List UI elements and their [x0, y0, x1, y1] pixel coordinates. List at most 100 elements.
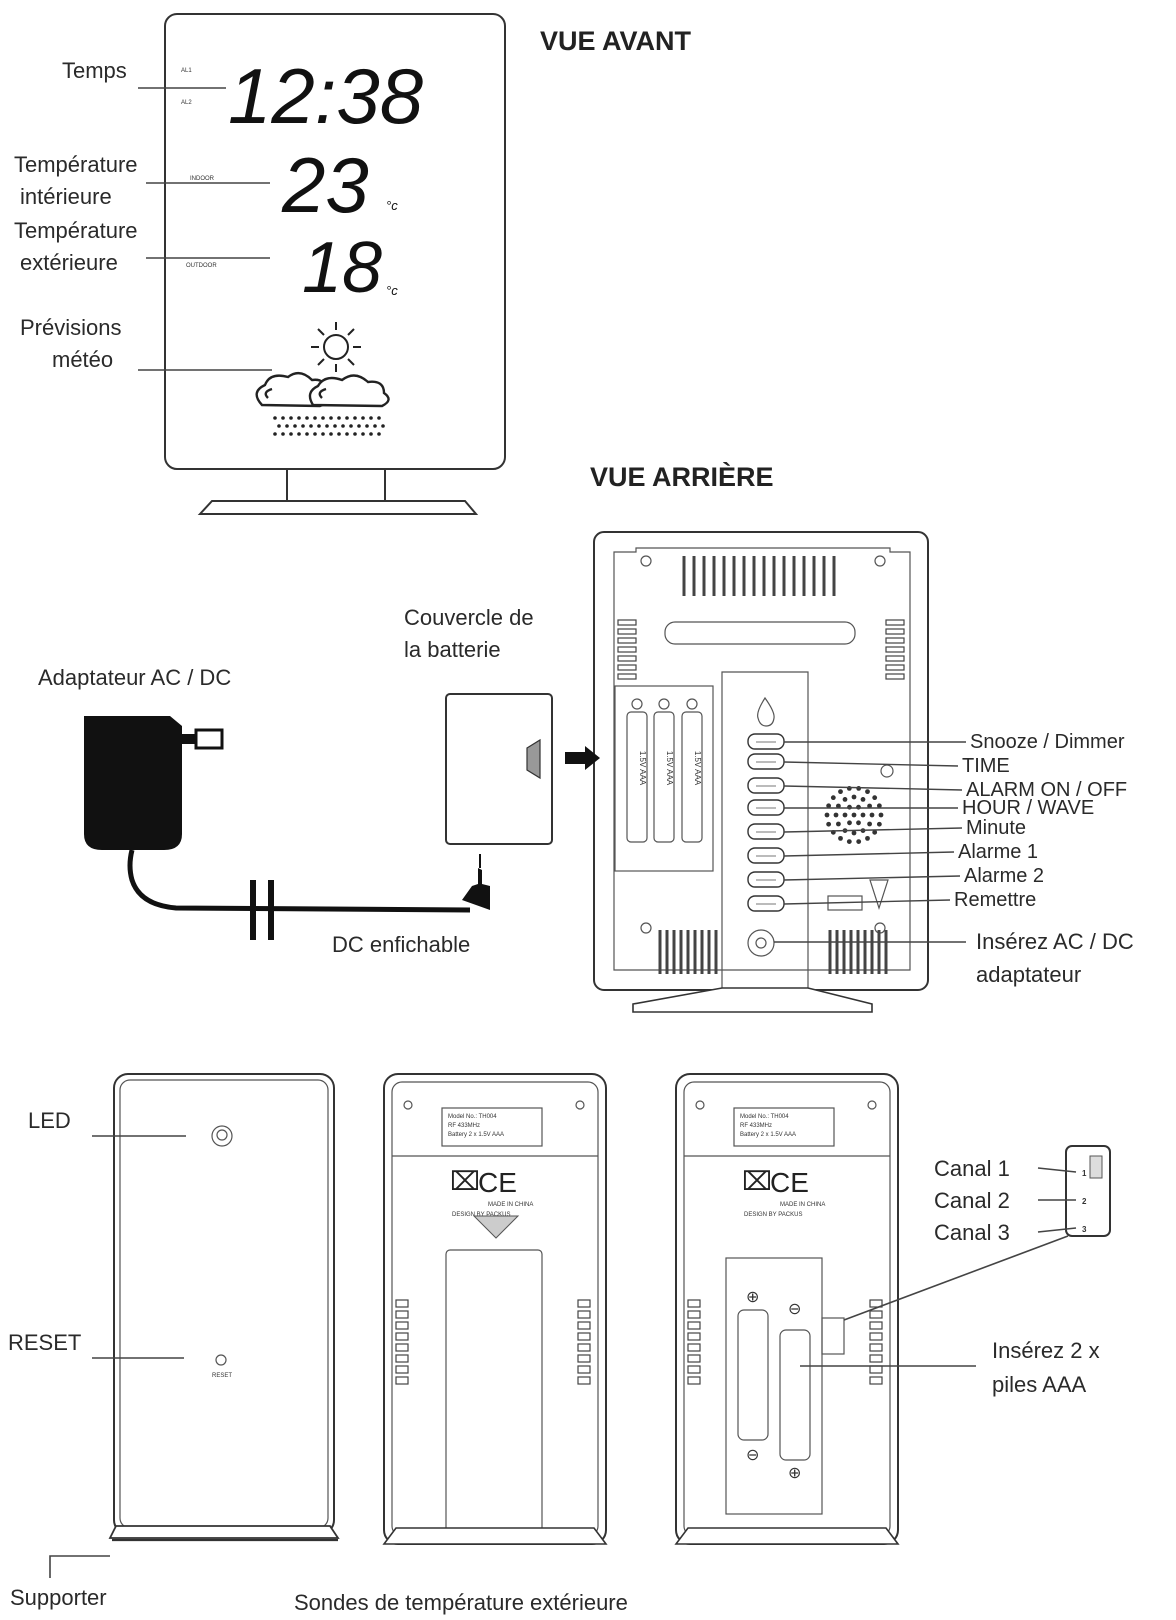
sensor-front: RESET — [108, 1073, 340, 1542]
sensor-battery-1 — [737, 1309, 769, 1441]
svg-text:1.5V AAA: 1.5V AAA — [638, 751, 647, 786]
label-channel-1: Canal 1 — [934, 1156, 1010, 1181]
label-battery-cover-2: la batterie — [404, 637, 501, 662]
button-label-8: Remettre — [954, 889, 1036, 911]
label-led: LED — [28, 1108, 71, 1133]
label-insert-batteries-1: Insérez 2 x — [992, 1338, 1100, 1363]
svg-text:RF 433MHz: RF 433MHz — [740, 1123, 772, 1129]
sensor-led — [211, 1125, 233, 1147]
label-insert-batteries-2: piles AAA — [992, 1372, 1086, 1397]
back-stand-base — [632, 987, 873, 1013]
button-label-1: Snooze / Dimmer — [970, 731, 1125, 753]
channel-3-callout-line — [1037, 1227, 1077, 1233]
svg-text:⊖: ⊖ — [788, 1301, 801, 1318]
svg-text:⊕: ⊕ — [788, 1465, 801, 1482]
label-battery-cover-1: Couvercle de — [404, 605, 534, 630]
label-dc-plug: DC enfichable — [332, 932, 470, 957]
label-channel-3: Canal 3 — [934, 1220, 1010, 1245]
bottom-vent-right — [828, 930, 888, 974]
svg-text:3: 3 — [1082, 1225, 1087, 1234]
lcd-time: 12:38 — [228, 52, 423, 140]
sensor-back-closed: Model No.: TH004 RF 433MHz Battery 2 x 1… — [382, 1073, 608, 1545]
button-callout-line-6 — [783, 851, 955, 857]
svg-text:Battery 2 x 1.5V AAA: Battery 2 x 1.5V AAA — [448, 1132, 504, 1138]
front-view: VUE AVANT AL1 AL2 12:38 INDOOR 23 °c OUT… — [14, 13, 692, 515]
battery-cover-latch — [526, 738, 541, 780]
reset-small-text: RESET — [212, 1373, 232, 1379]
channel-1-callout-line — [1037, 1167, 1077, 1173]
screw-top-left — [640, 555, 652, 567]
button-panel — [747, 733, 785, 912]
button-callout-line-7 — [783, 875, 961, 881]
arrow-icon — [565, 746, 600, 770]
drop-icon — [757, 696, 775, 727]
svg-text:MADE IN CHINA: MADE IN CHINA — [780, 1202, 825, 1208]
back-view-title: VUE ARRIÈRE — [590, 461, 774, 492]
svg-text:⌧: ⌧ — [742, 1166, 772, 1196]
svg-text:DESIGN BY PACKUS: DESIGN BY PACKUS — [744, 1212, 802, 1218]
recycle-icon — [869, 879, 889, 910]
svg-text:2: 2 — [1082, 1197, 1087, 1206]
power-adapter-icon — [84, 716, 490, 940]
svg-text:⊕: ⊕ — [746, 1289, 759, 1306]
label-insert-adapter-2: adaptateur — [976, 962, 1081, 987]
cloud-icon — [255, 372, 390, 408]
svg-text:RF 433MHz: RF 433MHz — [448, 1123, 480, 1129]
label-channel-2: Canal 2 — [934, 1188, 1010, 1213]
svg-text:Model No.: TH004: Model No.: TH004 — [740, 1114, 789, 1120]
label-outdoor-temp-2: extérieure — [20, 250, 118, 275]
svg-text:Battery 2 x 1.5V AAA: Battery 2 x 1.5V AAA — [740, 1132, 796, 1138]
button-label-7: Alarme 2 — [964, 865, 1044, 887]
screw-top-right — [874, 555, 886, 567]
button-label-5: Minute — [966, 817, 1026, 839]
label-insert-adapter-1: Insérez AC / DC — [976, 929, 1134, 954]
weee-icon: ⌧ — [450, 1166, 480, 1196]
svg-text:1.5V AAA: 1.5V AAA — [665, 751, 674, 786]
rain-icon — [273, 416, 385, 436]
battery-3: 1.5V AAA — [681, 698, 703, 843]
supporter-callout-line — [49, 1555, 110, 1578]
screw-bottom-left — [640, 922, 652, 934]
sun-icon — [311, 322, 361, 372]
battery-2: 1.5V AAA — [653, 698, 675, 843]
top-vent — [682, 556, 836, 596]
battery-1: 1.5V AAA — [626, 698, 648, 843]
svg-text:DESIGN BY PACKUS: DESIGN BY PACKUS — [452, 1212, 510, 1218]
channel-switch-detail: 1 2 3 — [843, 1145, 1111, 1321]
label-adapter: Adaptateur AC / DC — [38, 665, 231, 690]
label-forecast-2: météo — [52, 347, 113, 372]
label-temps: Temps — [62, 58, 127, 83]
label-reset: RESET — [8, 1330, 81, 1355]
battery-cover[interactable] — [445, 693, 553, 845]
outdoor-unit: °c — [386, 283, 398, 298]
al2-indicator: AL2 — [181, 100, 192, 106]
sensor-reset-button[interactable] — [215, 1354, 227, 1366]
indoor-unit: °c — [386, 198, 398, 213]
sensors-section: RESET LED RESET Supporter Model No.: TH0… — [8, 1073, 1111, 1615]
lcd-outdoor-temp: 18 — [302, 228, 382, 308]
indoor-indicator: INDOOR — [190, 176, 215, 182]
back-inner-frame — [613, 547, 911, 971]
front-stand-base — [197, 500, 479, 515]
side-vent-right — [885, 619, 905, 680]
dc-jack[interactable] — [747, 929, 775, 957]
back-view: VUE ARRIÈRE 1.5V AAA 1.5V AAA — [38, 461, 1134, 1013]
sensors-title: Sondes de température extérieure — [294, 1590, 628, 1615]
button-label-3: ALARM ON / OFF — [966, 779, 1127, 801]
label-outdoor-temp-1: Température — [14, 218, 138, 243]
button-label-4: HOUR / WAVE — [962, 797, 1094, 819]
battery-compartment — [614, 685, 714, 872]
label-indoor-temp-2: intérieure — [20, 184, 112, 209]
label-indoor-temp-1: Température — [14, 152, 138, 177]
sensor-back-open: Model No.: TH004 RF 433MHz Battery 2 x 1… — [674, 1073, 900, 1545]
button-callout-line-8 — [783, 899, 951, 905]
front-stand-neck — [286, 468, 386, 502]
channel-switch-small — [821, 1317, 845, 1355]
front-view-title: VUE AVANT — [540, 26, 692, 56]
svg-text:Model No.: TH004: Model No.: TH004 — [448, 1114, 497, 1120]
svg-text:MADE IN CHINA: MADE IN CHINA — [488, 1202, 533, 1208]
svg-text:1.5V AAA: 1.5V AAA — [693, 751, 702, 786]
ce-mark: CE — [478, 1167, 517, 1198]
